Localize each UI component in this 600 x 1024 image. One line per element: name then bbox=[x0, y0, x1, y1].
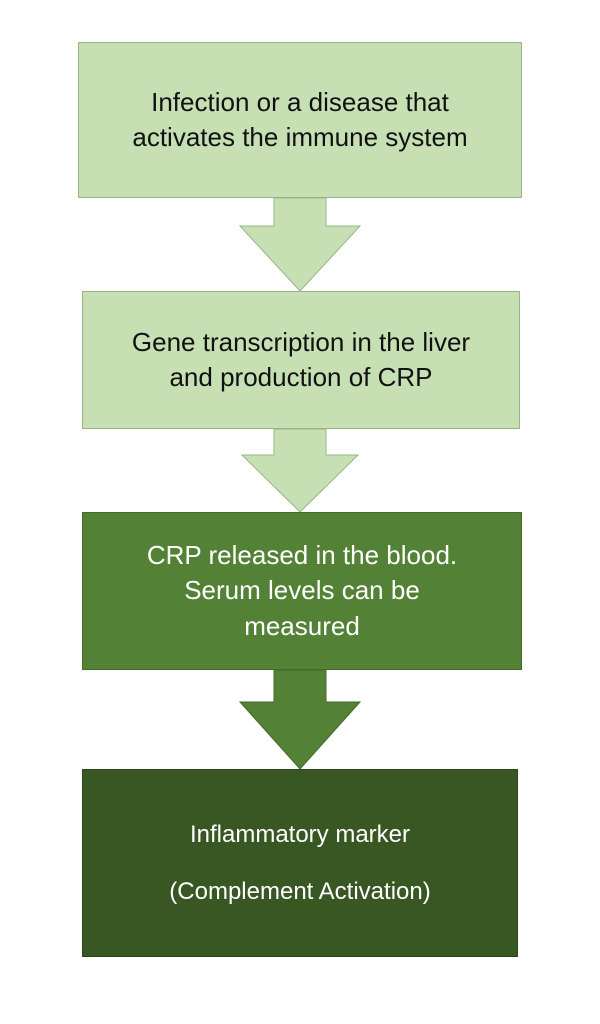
down-arrow-2 bbox=[240, 428, 360, 513]
step-1-line-2: activates the immune system bbox=[132, 122, 468, 152]
step-1-box: Infection or a disease that activates th… bbox=[78, 42, 522, 198]
step-3-line-1: CRP released in the blood. bbox=[146, 540, 458, 571]
down-arrow-1 bbox=[238, 197, 362, 292]
step-3-box: CRP released in the blood. Serum levels … bbox=[82, 512, 522, 670]
step-2-box: Gene transcription in the liver and prod… bbox=[82, 291, 520, 429]
step-3-line-2: Serum levels can be bbox=[184, 575, 420, 606]
step-4-line-1: Inflammatory marker bbox=[189, 820, 411, 848]
step-1-line-1: Infection or a disease that bbox=[151, 86, 449, 117]
down-arrow-3 bbox=[238, 669, 362, 770]
step-2-line-2: and production of CRP bbox=[169, 362, 433, 392]
step-2-line-1: Gene transcription in the liver bbox=[131, 326, 471, 357]
step-3-line-3: measured bbox=[244, 610, 360, 641]
step-4-box: Inflammatory marker (Complement Activati… bbox=[82, 769, 518, 957]
step-4-line-2: (Complement Activation) bbox=[169, 878, 431, 905]
